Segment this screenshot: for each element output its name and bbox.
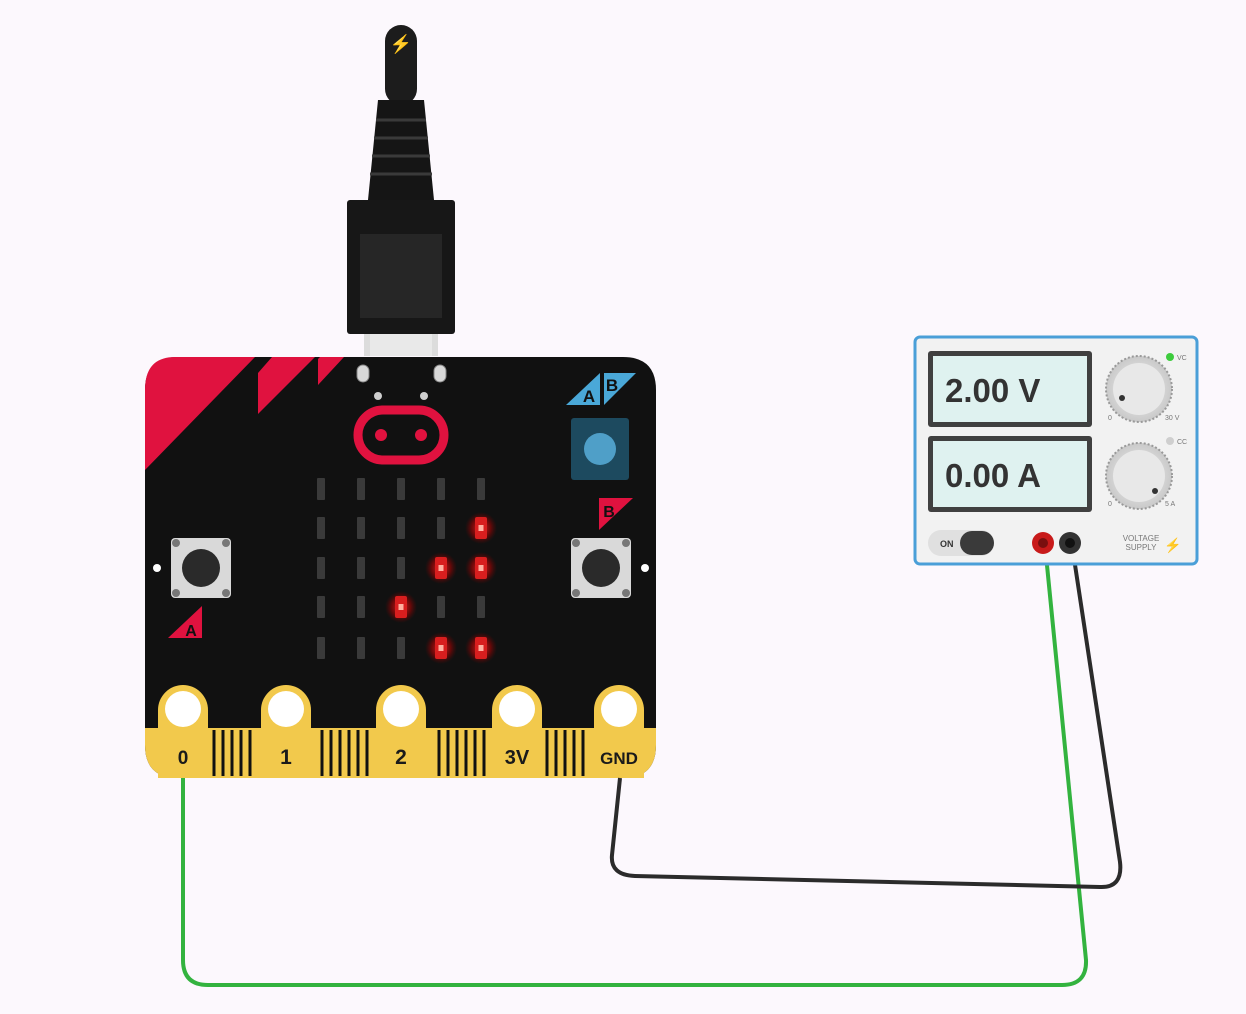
board-red-stripes (145, 357, 344, 470)
microbit-logo (353, 405, 449, 465)
led-on (425, 552, 457, 584)
voltage-knob[interactable]: 0 30 V (1105, 355, 1180, 423)
pin-label: GND (600, 749, 638, 768)
wire-green[interactable] (181, 544, 1089, 987)
pin-label: 0 (178, 748, 189, 769)
led-off (357, 517, 365, 539)
led-off (317, 557, 325, 579)
led-off (357, 478, 365, 500)
current-display: 0.00 A (928, 436, 1092, 512)
led-off (317, 596, 325, 618)
led-off (437, 517, 445, 539)
lightning-icon: ⚡ (390, 33, 412, 55)
svg-text:VOLTAGE: VOLTAGE (1123, 534, 1160, 543)
button-b[interactable]: B (571, 498, 649, 598)
svg-text:ON: ON (940, 539, 954, 549)
button-ab[interactable]: A B (566, 373, 636, 480)
pin-pad-2[interactable]: 2 (376, 685, 426, 778)
led-off (317, 478, 325, 500)
button-a[interactable]: A (153, 538, 231, 640)
led-off (357, 557, 365, 579)
svg-text:0: 0 (1108, 501, 1112, 508)
led-on (465, 632, 497, 664)
led-on (385, 591, 417, 623)
svg-text:0: 0 (1108, 415, 1112, 422)
led-off (477, 478, 485, 500)
svg-text:B: B (606, 376, 618, 395)
led-off (357, 637, 365, 659)
led-off (397, 478, 405, 500)
svg-text:A: A (583, 387, 595, 406)
svg-text:VC: VC (1177, 355, 1187, 362)
usb-cable[interactable]: ⚡ (347, 25, 455, 356)
led-off (357, 596, 365, 618)
led-off (397, 517, 405, 539)
svg-text:0.00 A: 0.00 A (945, 457, 1041, 494)
power-switch[interactable]: ON (928, 530, 994, 556)
voltage-display: 2.00 V (928, 351, 1092, 427)
led-off (437, 596, 445, 618)
negative-terminal[interactable] (1059, 532, 1081, 554)
led-off (317, 517, 325, 539)
led-on (425, 632, 457, 664)
pin-label: 3V (505, 747, 530, 769)
edge-connector: 0 1 2 3V GND (145, 685, 656, 778)
svg-text:5 A: 5 A (1165, 501, 1175, 508)
svg-text:A: A (185, 623, 197, 640)
current-knob[interactable]: 0 5 A (1105, 442, 1175, 510)
positive-terminal[interactable] (1032, 532, 1054, 554)
led-on (465, 512, 497, 544)
led-off (477, 596, 485, 618)
pin-label: 2 (395, 746, 407, 769)
psu-brand: VOLTAGE SUPPLY ⚡ (1123, 534, 1182, 554)
pin-label: 1 (280, 746, 292, 769)
cc-indicator: CC (1166, 437, 1187, 446)
pin-pad-3v[interactable]: 3V (492, 685, 542, 778)
svg-text:SUPPLY: SUPPLY (1126, 543, 1158, 552)
led-off (397, 557, 405, 579)
pin-pad-1[interactable]: 1 (261, 685, 311, 778)
led-off (317, 637, 325, 659)
power-supply: 2.00 V 0.00 A 0 30 V 0 5 A VC CC (913, 335, 1199, 566)
pin-pad-0[interactable]: 0 (158, 685, 208, 778)
led-off (437, 478, 445, 500)
lightning-icon: ⚡ (1164, 537, 1181, 554)
svg-text:B: B (603, 504, 615, 521)
svg-text:2.00 V: 2.00 V (945, 372, 1040, 409)
svg-text:30 V: 30 V (1165, 415, 1180, 422)
microbit-board: A B A B (145, 357, 656, 778)
led-on (465, 552, 497, 584)
led-matrix (317, 478, 497, 664)
led-off (397, 637, 405, 659)
svg-text:CC: CC (1177, 439, 1187, 446)
vc-indicator: VC (1166, 353, 1187, 362)
pin-pad-gnd[interactable]: GND (594, 685, 644, 778)
wire-black[interactable] (609, 544, 1123, 890)
